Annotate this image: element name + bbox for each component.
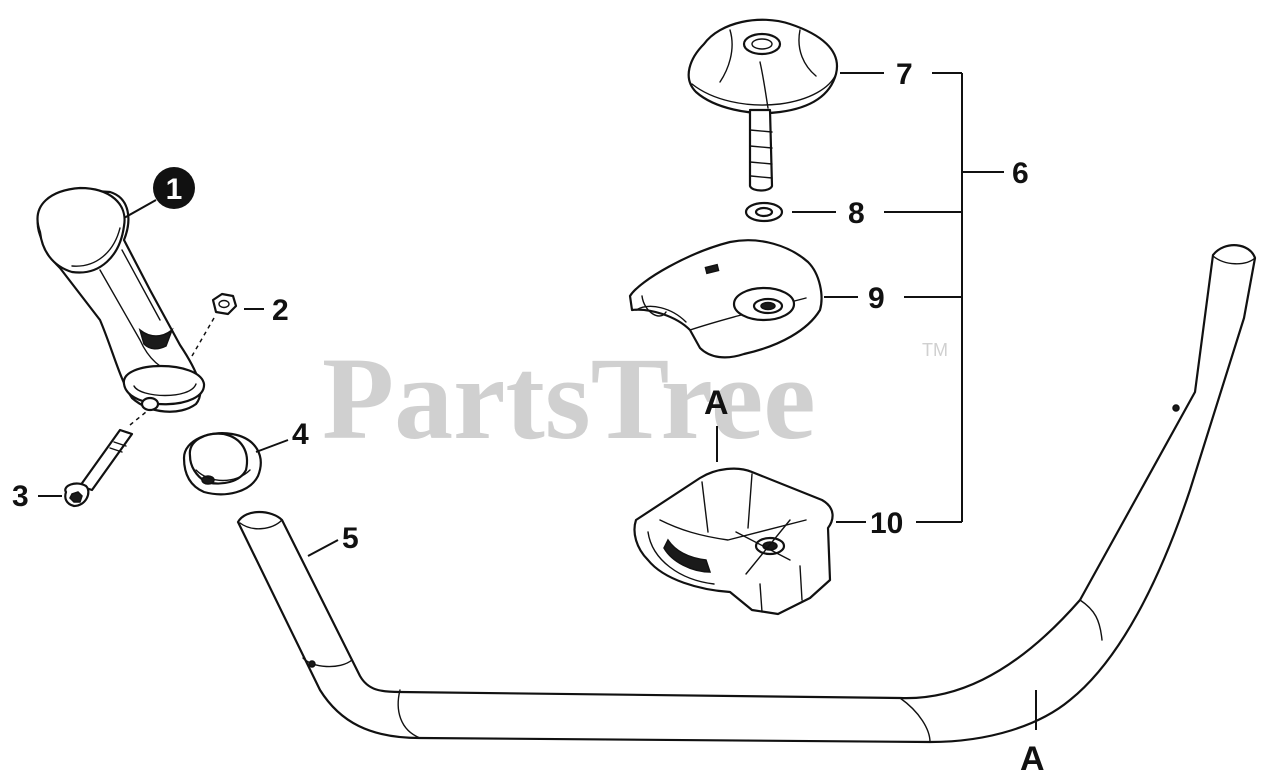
callout-9: 9 [868, 282, 885, 315]
callout-1: 1 [153, 167, 195, 209]
callout-10: 10 [870, 507, 903, 540]
part-5-handle-bar [236, 244, 1257, 744]
callout-4: 4 [292, 418, 309, 451]
part-1-grip-handle [36, 186, 206, 413]
callout-6: 6 [1012, 157, 1029, 190]
watermark-trademark: TM [922, 340, 948, 360]
callout-5: 5 [342, 522, 359, 555]
part-7-knob [687, 18, 839, 192]
watermark: PartsTree TM [322, 333, 948, 464]
grip-boss [140, 396, 160, 412]
part-10-clamp-base [633, 467, 834, 616]
leader-lines [38, 72, 1037, 730]
section-mark-top: A [704, 384, 729, 422]
part-9-clamp-top [628, 239, 823, 359]
callout-7: 7 [896, 58, 913, 91]
tube-hole [1172, 404, 1180, 412]
part-2-nut [191, 292, 238, 357]
tube-hole [308, 660, 316, 668]
part-8-washer [744, 201, 784, 223]
callout-3: 3 [12, 480, 29, 513]
callout-2: 2 [272, 294, 289, 327]
part-4-end-cap [182, 432, 262, 496]
callout-8: 8 [848, 197, 865, 230]
part-3-bolt [64, 411, 147, 508]
section-mark-bottom: A [1020, 740, 1045, 778]
callout-1-label: 1 [166, 173, 183, 206]
